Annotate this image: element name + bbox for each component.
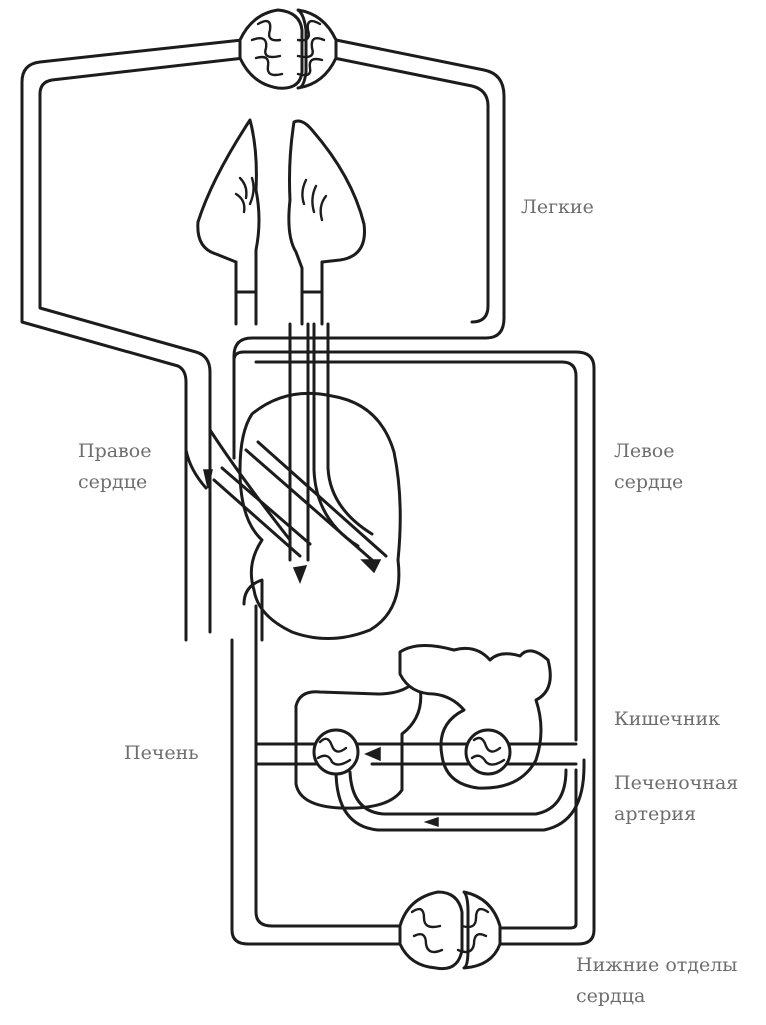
label-liver-text: Печень	[124, 742, 199, 764]
label-right-heart: Правое сердце	[78, 436, 151, 498]
label-intestine-text: Кишечник	[614, 708, 721, 730]
liver-and-intestine	[254, 644, 586, 832]
label-lower-body: Нижние отделы сердца	[576, 950, 737, 1012]
left-heart-vessel-loop	[232, 350, 596, 946]
label-left-heart-line1: Левое	[614, 440, 675, 462]
label-right-heart-line1: Правое	[78, 440, 152, 462]
label-liver: Печень	[124, 738, 199, 769]
label-hepatic-artery-line2: артерия	[614, 803, 697, 825]
lungs	[196, 118, 366, 326]
upper-capillary-bed	[238, 8, 338, 90]
label-hepatic-artery-line1: Печеночная	[614, 772, 739, 794]
label-left-heart-line2: сердце	[614, 471, 684, 493]
heart	[184, 322, 402, 642]
label-hepatic-artery: Печеночная артерия	[614, 768, 738, 830]
lower-body-capillary-bed	[398, 890, 502, 971]
label-lungs: Легкие	[521, 192, 594, 223]
venous-return-vessels	[230, 638, 402, 946]
label-right-heart-line2: сердце	[78, 471, 148, 493]
label-lower-body-line2: сердца	[576, 985, 646, 1007]
label-intestine: Кишечник	[614, 704, 720, 735]
label-lower-body-line1: Нижние отделы	[576, 954, 738, 976]
upper-body-vessel-loop	[20, 38, 506, 460]
label-left-heart: Левое сердце	[614, 436, 683, 498]
label-lungs-text: Легкие	[521, 196, 594, 218]
